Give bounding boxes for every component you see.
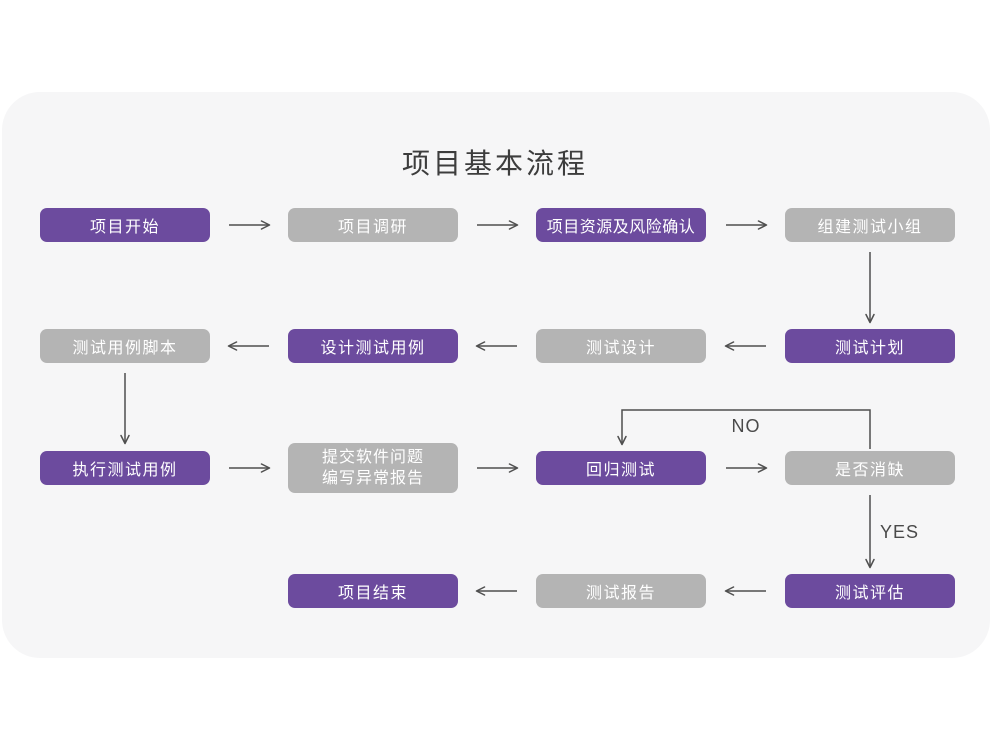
node-submit-issue-report: 提交软件问题 编写异常报告: [288, 443, 458, 493]
edge-label-yes: YES: [880, 522, 920, 542]
node-test-evaluation: 测试评估: [785, 574, 955, 608]
node-test-plan: 测试计划: [785, 329, 955, 363]
node-submit-issue-report-line1: 提交软件问题: [321, 449, 424, 466]
node-submit-issue-report-line2: 编写异常报告: [321, 470, 424, 487]
node-project-start: 项目开始: [40, 208, 210, 242]
node-test-design: 测试设计: [536, 329, 706, 363]
flowchart-card: [2, 92, 990, 658]
edge-label-no: NO: [731, 416, 761, 436]
node-project-research: 项目调研: [288, 208, 458, 242]
node-test-case-script: 测试用例脚本: [40, 329, 210, 363]
node-test-report: 测试报告: [536, 574, 706, 608]
node-project-end: 项目结束: [288, 574, 458, 608]
node-resources-risk-confirm: 项目资源及风险确认: [536, 208, 706, 242]
node-design-test-case: 设计测试用例: [288, 329, 458, 363]
node-defect-cleared: 是否消缺: [785, 451, 955, 485]
node-regression-test: 回归测试: [536, 451, 706, 485]
node-execute-test-case: 执行测试用例: [40, 451, 210, 485]
node-build-test-team: 组建测试小组: [785, 208, 955, 242]
diagram-title: 项目基本流程: [401, 148, 588, 179]
